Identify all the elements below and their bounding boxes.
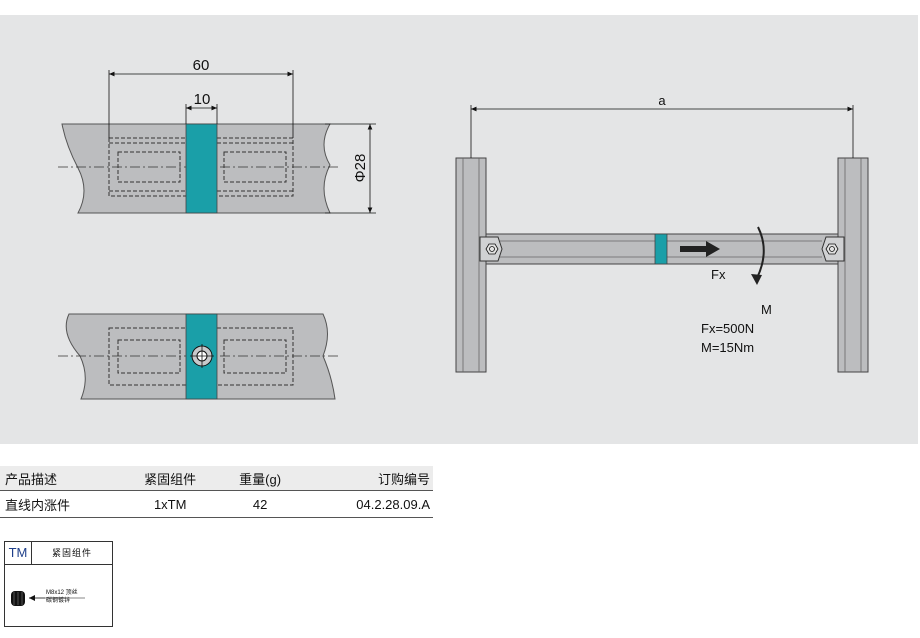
table-header-row: 产品描述 紧固组件 重量(g) 订购编号 xyxy=(0,466,433,491)
set-screw-icon xyxy=(11,591,25,606)
dim-diameter xyxy=(325,123,376,214)
frame-view: Fx M a Fx=500N M=15Nm xyxy=(455,93,869,373)
table-row: 直线内涨件 1xTM 42 04.2.28.09.A xyxy=(0,490,433,518)
connector-on-beam xyxy=(654,233,668,265)
force-label: Fx xyxy=(711,267,726,282)
set-screw-illustration xyxy=(11,591,85,606)
dim-60-text: 60 xyxy=(193,57,210,74)
left-end-nut xyxy=(485,243,499,255)
header-fastening: 紧固组件 xyxy=(121,466,220,491)
technical-drawing: 60 10 Φ28 xyxy=(0,15,918,444)
set-screw-symbol xyxy=(190,344,214,368)
header-order-number: 订购编号 xyxy=(300,466,433,491)
cell-weight: 42 xyxy=(219,490,301,518)
dim-10-text: 10 xyxy=(194,91,211,108)
cell-description: 直线内涨件 xyxy=(0,490,122,518)
part-spec-line2: 碳钢镀锌 xyxy=(46,598,71,604)
front-view: 60 10 Φ28 xyxy=(58,57,376,214)
dim-diameter-text: Φ28 xyxy=(352,154,369,183)
cell-fastening: 1xTM xyxy=(121,490,220,518)
left-post xyxy=(455,157,487,373)
moment-arrow xyxy=(756,226,765,279)
dim-a xyxy=(470,105,854,158)
component-legend: TM 紧固组件 M8x12 顶丝 碳钢镀锌 xyxy=(4,541,113,627)
drawing-svg: 60 10 Φ28 xyxy=(58,57,869,400)
component-title: 紧固组件 xyxy=(51,548,92,558)
part-spec-line1: M8x12 顶丝 xyxy=(46,590,78,596)
header-description: 产品描述 xyxy=(0,466,122,491)
dim-a-text: a xyxy=(658,93,666,108)
moment-label: M xyxy=(761,302,772,317)
connector-band-front xyxy=(185,123,218,214)
load-moment-text: M=15Nm xyxy=(701,340,754,355)
cell-order-number: 04.2.28.09.A xyxy=(300,490,433,518)
component-code: TM xyxy=(5,542,32,564)
load-force-text: Fx=500N xyxy=(701,321,754,336)
right-end-nut xyxy=(825,243,839,255)
component-header: TM 紧固组件 xyxy=(5,542,112,565)
dim-60 xyxy=(108,70,294,138)
leader-arrowhead xyxy=(29,595,35,601)
moment-arrowhead xyxy=(751,274,762,285)
header-weight: 重量(g) xyxy=(219,466,301,491)
dim-10 xyxy=(185,104,218,124)
spec-table: 产品描述 紧固组件 重量(g) 订购编号 直线内涨件 1xTM 42 04.2.… xyxy=(0,466,433,518)
force-arrow xyxy=(680,241,720,257)
top-view xyxy=(58,313,338,400)
right-post xyxy=(837,157,869,373)
